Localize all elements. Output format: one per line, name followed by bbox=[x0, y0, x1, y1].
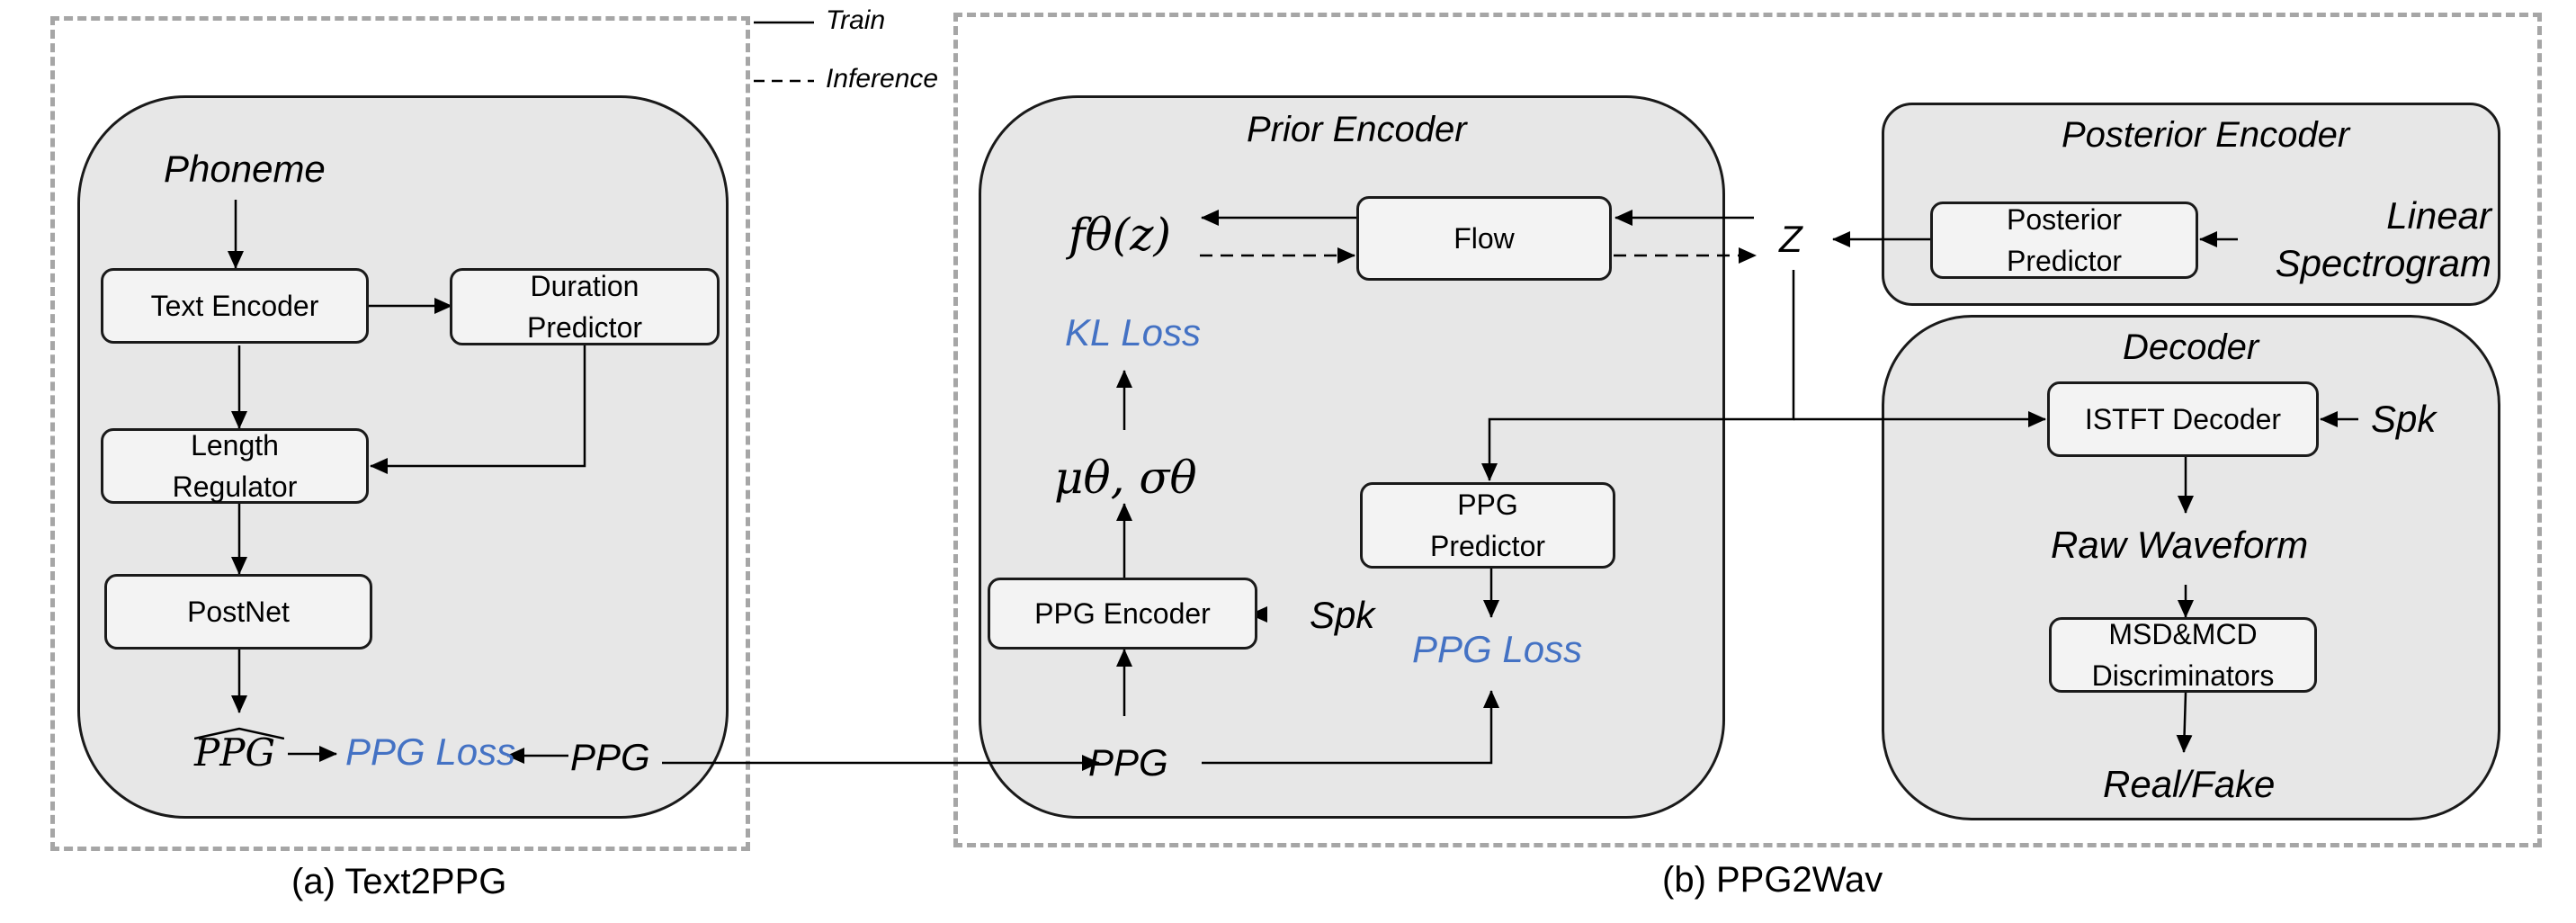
ppg2wav-frame bbox=[953, 13, 2542, 847]
prior-ppg-loss-label: PPG Loss bbox=[1412, 628, 1583, 670]
f-theta-z-label: fθ(z) bbox=[1069, 209, 1171, 261]
linear-spectrogram-label: Linear Spectrogram bbox=[2275, 194, 2491, 284]
ppg-hat-label: PPG bbox=[194, 730, 275, 775]
discriminators-box: MSD&MCD Discriminators bbox=[2049, 617, 2317, 693]
ppg-hat-text: PPG bbox=[194, 730, 276, 775]
postnet-box: PostNet bbox=[104, 574, 372, 650]
text2ppg-ppg-loss-label: PPG Loss bbox=[345, 730, 516, 773]
mu-sigma-text: μθ, σθ bbox=[1054, 452, 1197, 504]
text2ppg-frame bbox=[50, 16, 750, 851]
decoder-spk-label: Spk bbox=[2371, 398, 2437, 440]
text2ppg-caption: (a) Text2PPG bbox=[291, 862, 507, 901]
ppg-predictor-box: PPG Predictor bbox=[1360, 482, 1615, 569]
duration-predictor-box: Duration Predictor bbox=[450, 268, 720, 345]
prior-ppg-label: PPG bbox=[1088, 741, 1168, 784]
posterior-predictor-box: Posterior Predictor bbox=[1930, 202, 2198, 279]
ppg2wav-caption: (b) PPG2Wav bbox=[1662, 860, 1883, 900]
istft-decoder-box: ISTFT Decoder bbox=[2047, 381, 2319, 457]
legend-train-label: Train bbox=[826, 5, 886, 35]
ppg-encoder-box: PPG Encoder bbox=[988, 578, 1257, 650]
posterior-encoder-title: Posterior Encoder bbox=[2062, 115, 2350, 155]
prior-spk-label: Spk bbox=[1310, 594, 1375, 636]
hat-accent-icon bbox=[194, 727, 284, 739]
flow-box: Flow bbox=[1356, 196, 1612, 281]
f-theta-z-text: fθ(z) bbox=[1069, 209, 1171, 261]
text2ppg-ppg-label: PPG bbox=[570, 736, 650, 778]
mu-sigma-label: μθ, σθ bbox=[1054, 452, 1197, 504]
prior-encoder-title: Prior Encoder bbox=[1247, 110, 1467, 149]
decoder-title: Decoder bbox=[2123, 327, 2259, 367]
latent-z-label: Z bbox=[1779, 218, 1802, 260]
text-encoder-box: Text Encoder bbox=[101, 268, 369, 344]
text2ppg-panel bbox=[77, 95, 729, 819]
legend-inference-label: Inference bbox=[826, 64, 939, 94]
kl-loss-label: KL Loss bbox=[1065, 311, 1201, 354]
real-fake-label: Real/Fake bbox=[2103, 763, 2276, 805]
raw-waveform-label: Raw Waveform bbox=[2051, 524, 2309, 566]
length-regulator-box: Length Regulator bbox=[101, 428, 369, 504]
phoneme-label: Phoneme bbox=[164, 148, 326, 190]
